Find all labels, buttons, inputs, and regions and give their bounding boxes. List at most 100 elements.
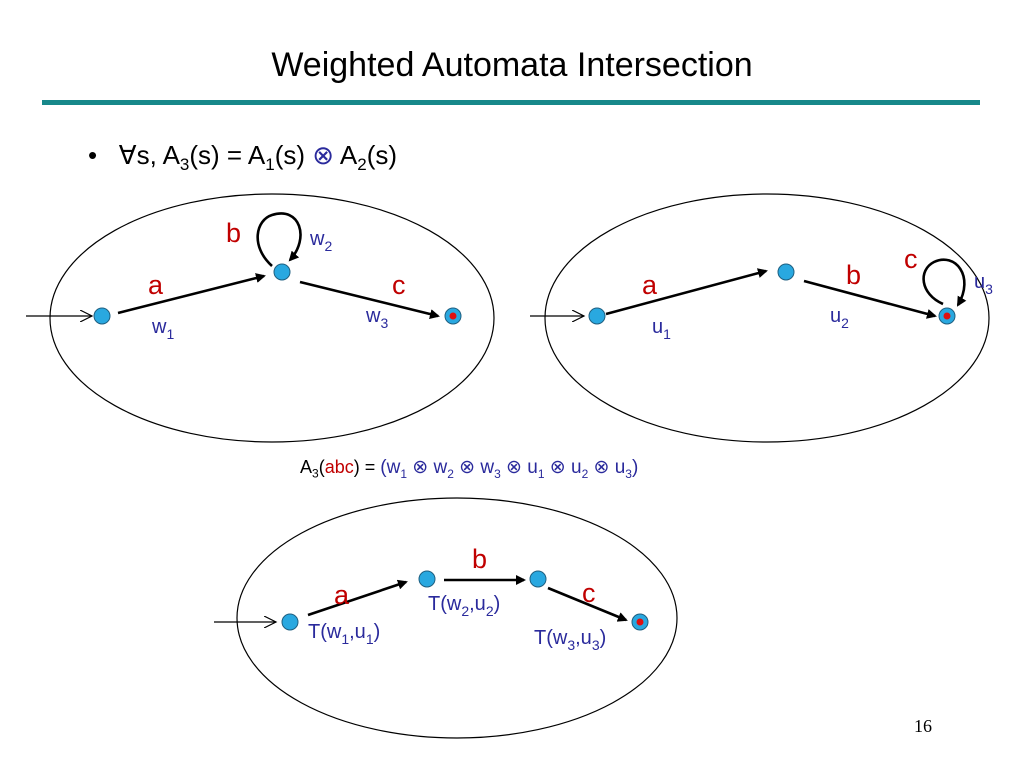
state-node xyxy=(418,570,436,588)
automaton-2-boundary xyxy=(544,193,990,443)
subscript: 3 xyxy=(312,466,319,481)
formula-text: (w xyxy=(380,457,401,478)
equation-text: (s) = A xyxy=(189,140,266,170)
self-loop-b xyxy=(256,212,302,267)
otimes-symbol: ⊗ xyxy=(312,140,335,170)
automaton-2: a b c u1 u2 u3 xyxy=(530,193,993,443)
weight-text: ) xyxy=(600,627,607,649)
weight-subscript: 3 xyxy=(985,281,993,297)
edge-label-b: b xyxy=(846,260,861,290)
weight-subscript: 3 xyxy=(380,315,388,331)
edge-a xyxy=(605,268,768,316)
page-number: 16 xyxy=(914,716,932,736)
equation-text: (s) xyxy=(274,140,306,170)
weight-text: ,u xyxy=(575,627,592,649)
state-node xyxy=(777,263,795,281)
subscript: 3 xyxy=(625,466,632,481)
weight-subscript: 3 xyxy=(567,637,575,653)
bullet-equation: • ∀s, A3(s) = A1(s) ⊗ A2(s) xyxy=(88,140,397,175)
self-loop-c xyxy=(922,258,967,307)
edge-a xyxy=(307,579,408,617)
automaton-1: a b c w1 w2 w3 xyxy=(26,193,495,443)
weight-text: ) xyxy=(494,593,501,615)
automaton-3: a b c T(w1,u1) T(w2,u2) T(w3,u3) xyxy=(214,497,678,739)
equation-text: A xyxy=(339,140,358,170)
weight-label-u3: u3 xyxy=(974,271,993,297)
state-node xyxy=(93,307,111,325)
formula-text: ⊗ u xyxy=(588,457,626,478)
weight-label-w2: w2 xyxy=(309,228,332,254)
edge-label-b: b xyxy=(226,218,241,248)
forall-text: ∀s, A xyxy=(118,140,180,170)
weight-formula: A3(abc) = (w1 ⊗ w2 ⊗ w3 ⊗ u1 ⊗ u2 ⊗ u3) xyxy=(300,456,638,481)
edge-label-a: a xyxy=(642,270,658,300)
formula-text: ⊗ w xyxy=(407,457,448,478)
weight-label-u2: u2 xyxy=(830,305,849,331)
subscript: 1 xyxy=(265,155,275,175)
weight-subscript: 1 xyxy=(166,326,174,342)
title-divider xyxy=(42,100,980,105)
subscript: 3 xyxy=(494,466,501,481)
weight-text: ,u xyxy=(469,593,486,615)
weight-text: T(w xyxy=(428,593,462,615)
weight-label-u1: u1 xyxy=(652,316,671,342)
formula-text: ⊗ w xyxy=(453,457,495,478)
edge-label-c: c xyxy=(392,270,406,300)
final-state-marker xyxy=(943,312,951,320)
edge-label-c: c xyxy=(582,578,596,608)
formula-text: ) = xyxy=(353,457,381,477)
edge-label-a: a xyxy=(148,270,164,300)
edge-label-c: c xyxy=(904,244,918,274)
formula-product: (w1 ⊗ w2 ⊗ w3 ⊗ u1 ⊗ u2 ⊗ u3) xyxy=(380,457,639,481)
weight-label-t1: T(w1,u1) xyxy=(308,621,380,647)
weight-subscript: 2 xyxy=(461,603,469,619)
weight-text: u xyxy=(974,271,985,293)
weight-text: ,u xyxy=(349,621,366,643)
state-node xyxy=(273,263,291,281)
formula-text: ( xyxy=(318,457,325,477)
weight-text: T(w xyxy=(534,627,568,649)
edge-b xyxy=(803,279,937,319)
weight-subscript: 2 xyxy=(841,315,849,331)
weight-text: w xyxy=(151,316,167,338)
edge-c xyxy=(547,586,628,622)
subscript: 3 xyxy=(179,155,190,175)
equation-text: (s) xyxy=(366,140,398,170)
subscript: 2 xyxy=(581,466,589,481)
formula-text: ) xyxy=(631,457,639,478)
edge-a xyxy=(117,273,266,315)
subscript: 2 xyxy=(357,155,367,175)
formula-word: abc xyxy=(324,457,354,477)
weight-label-w1: w1 xyxy=(151,316,174,342)
weight-subscript: 2 xyxy=(324,238,332,254)
automaton-3-boundary xyxy=(236,497,678,739)
weight-subscript: 2 xyxy=(486,603,494,619)
weight-text: w xyxy=(309,228,325,250)
formula-text: A xyxy=(300,457,313,477)
bullet-dot: • xyxy=(88,140,98,170)
automaton-1-boundary xyxy=(49,193,495,443)
state-node xyxy=(588,307,606,325)
weight-text: ) xyxy=(374,621,381,643)
weight-subscript: 1 xyxy=(663,326,671,342)
weight-label-w3: w3 xyxy=(365,305,388,331)
state-node xyxy=(529,570,547,588)
formula-text: ⊗ u xyxy=(544,457,582,478)
weight-subscript: 3 xyxy=(592,637,600,653)
weight-text: T(w xyxy=(308,621,342,643)
weight-label-t2: T(w2,u2) xyxy=(428,593,500,619)
edge-label-a: a xyxy=(334,580,350,610)
weight-text: u xyxy=(652,316,663,338)
formula-text: ⊗ u xyxy=(500,457,538,478)
weight-text: u xyxy=(830,305,841,327)
final-state-marker xyxy=(449,312,457,320)
subscript: 1 xyxy=(537,466,545,481)
subscript: 1 xyxy=(400,466,407,481)
edge-c xyxy=(299,280,440,319)
weight-subscript: 1 xyxy=(341,631,349,647)
weight-text: w xyxy=(365,305,381,327)
state-node xyxy=(281,613,299,631)
weight-subscript: 1 xyxy=(366,631,374,647)
final-state-marker xyxy=(636,618,644,626)
